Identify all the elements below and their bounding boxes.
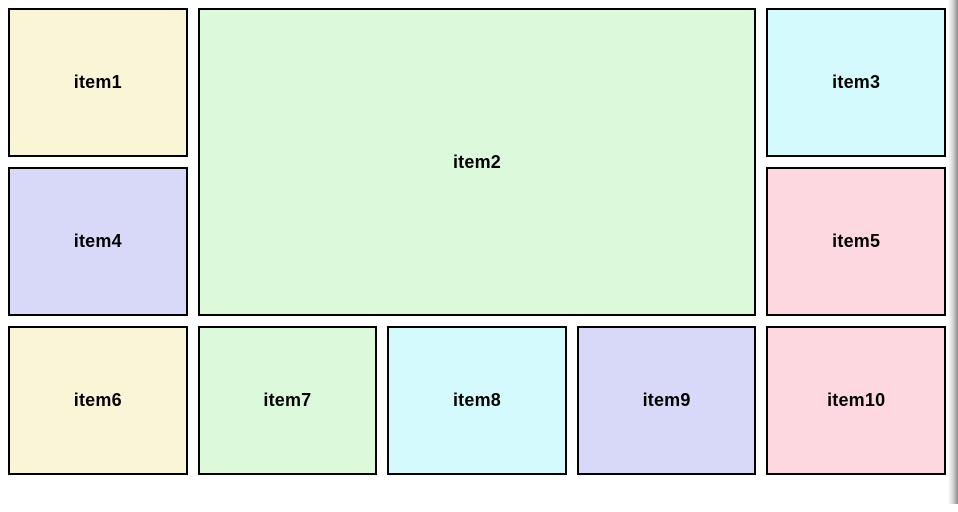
right-edge-shadow — [948, 0, 958, 504]
grid-item-1: item1 — [8, 8, 188, 157]
grid-item-9: item9 — [576, 326, 757, 475]
grid-item-3: item3 — [766, 8, 946, 157]
grid-item-8: item8 — [387, 326, 567, 475]
grid-item-5: item5 — [766, 167, 946, 316]
grid-container: item1 item2 item3 item4 item5 item6 item… — [8, 8, 946, 475]
grid-item-6: item6 — [8, 326, 188, 475]
grid-item-7: item7 — [197, 326, 378, 475]
grid-item-10: item10 — [766, 326, 946, 475]
grid-item-2: item2 — [197, 8, 757, 316]
grid-item-4: item4 — [8, 167, 188, 316]
